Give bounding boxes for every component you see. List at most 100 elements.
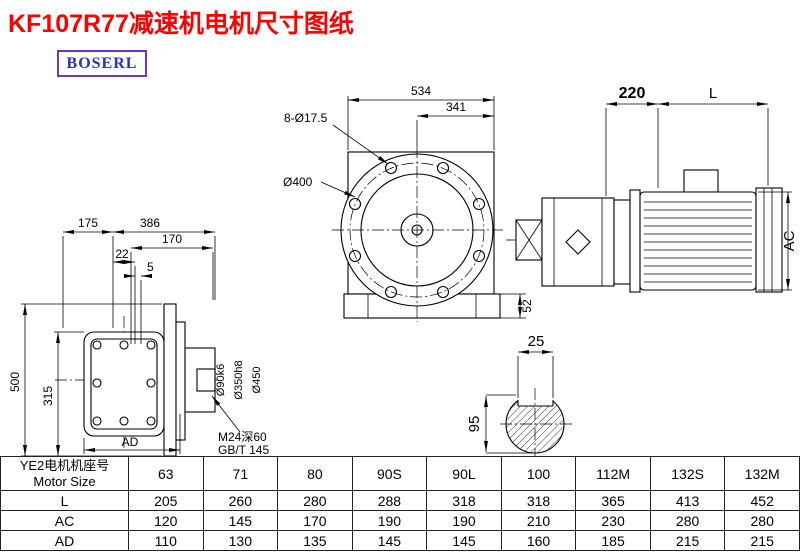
dim-25: 25: [528, 333, 545, 350]
size-col-header: 71: [202, 456, 279, 491]
table-cell: 120: [128, 510, 204, 531]
motor-flange: [629, 189, 641, 293]
table-cell: 413: [649, 490, 726, 511]
housing-bolt: [146, 378, 156, 388]
bolt-hole: [384, 161, 398, 175]
table-cell: 280: [724, 510, 800, 531]
table-row-AD: AD 110 130 135 145 145 160 185 215 215: [0, 530, 800, 551]
note-tapped-hole: M24深60: [218, 430, 267, 444]
bolt-hole: [472, 249, 486, 263]
motor-size-header: YE2电机机座号 Motor Size: [0, 456, 129, 491]
dim-52: 52: [520, 299, 534, 313]
motor-size-header-en: Motor Size: [33, 473, 96, 489]
motor-body: [639, 191, 757, 291]
table-row-AC: AC 120 145 170 190 190 210 230 280 280: [0, 510, 800, 531]
motor-size-table: YE2电机机座号 Motor Size 63 71 80 90S 90L 100…: [0, 456, 800, 551]
dim-shaft-dia: Ø90k6: [215, 364, 227, 396]
dim-220: 220: [619, 85, 646, 102]
housing-bolt: [146, 340, 156, 350]
dim-flange-dia-450: Ø450: [251, 367, 263, 394]
shaft-section-view: 25 95: [466, 333, 572, 456]
row-label-AD: AD: [0, 530, 129, 551]
table-cell: 280: [277, 490, 353, 511]
bolt-hole: [436, 161, 450, 175]
table-header-row: YE2电机机座号 Motor Size 63 71 80 90S 90L 100…: [0, 456, 800, 491]
motor-size-header-cn: YE2电机机座号: [19, 457, 110, 473]
table-row-L: L 205 260 280 288 318 318 365 413 452: [0, 490, 800, 511]
housing-face: [83, 331, 165, 437]
left-view: 175 386 170 22 5 500 315 AD Ø90k6: [8, 216, 269, 456]
table-cell: 215: [649, 530, 726, 551]
housing-bolt: [146, 416, 156, 426]
size-col-header: 63: [128, 456, 204, 491]
housing-bolt: [119, 416, 129, 426]
size-col-header: 112M: [575, 456, 651, 491]
table-cell: 145: [351, 530, 428, 551]
dim-95: 95: [466, 416, 483, 433]
table-cell: 230: [575, 510, 651, 531]
row-label-L: L: [0, 490, 129, 511]
table-cell: 205: [128, 490, 204, 511]
size-col-header: 80: [277, 456, 353, 491]
gearbox-side: [541, 197, 615, 287]
table-cell: 145: [426, 530, 502, 551]
table-cell: 135: [277, 530, 353, 551]
table-cell: 260: [202, 490, 279, 511]
dim-386: 386: [140, 216, 160, 230]
table-cell: 452: [724, 490, 800, 511]
bolt-hole: [472, 197, 486, 211]
adapter-bell: [613, 199, 631, 285]
size-col-header: 100: [500, 456, 577, 491]
technical-drawing: 534 341 8-Ø17.5 Ø400 52: [8, 84, 798, 456]
housing-bolt: [92, 378, 102, 388]
table-cell: 160: [500, 530, 577, 551]
flange-450: [163, 303, 177, 456]
housing-bolt: [92, 340, 102, 350]
table-cell: 170: [277, 510, 353, 531]
table-cell: 145: [202, 510, 279, 531]
table-cell: 365: [575, 490, 651, 511]
table-cell: 288: [351, 490, 428, 511]
size-col-header: 90L: [426, 456, 502, 491]
dim-22: 22: [115, 247, 129, 261]
bolt-hole: [348, 197, 362, 211]
size-col-header: 90S: [351, 456, 428, 491]
dim-5: 5: [147, 260, 154, 274]
housing-bolt: [92, 416, 102, 426]
bolt-hole: [348, 249, 362, 263]
table-cell: 185: [575, 530, 651, 551]
dim-175: 175: [78, 216, 98, 230]
table-cell: 280: [649, 510, 726, 531]
dim-L: L: [709, 85, 717, 102]
table-cell: 130: [202, 530, 279, 551]
dim-500: 500: [8, 372, 22, 392]
dim-315: 315: [41, 386, 55, 406]
row-label-AC: AC: [0, 510, 129, 531]
spigot-350: [175, 321, 186, 441]
side-view: 220 L AC: [506, 85, 798, 293]
housing-bolt: [119, 340, 129, 350]
output-shaft: [184, 347, 216, 413]
dim-bolt-holes: 8-Ø17.5: [284, 111, 328, 125]
fan-cover: [755, 187, 783, 293]
table-cell: 190: [426, 510, 502, 531]
page-title: KF107R77减速机电机尺寸图纸: [8, 10, 354, 38]
dim-AC: AC: [781, 230, 798, 251]
table-cell: 210: [500, 510, 577, 531]
bolt-hole: [384, 285, 398, 299]
dim-341: 341: [446, 100, 466, 114]
dim-flange-dia: Ø400: [283, 175, 313, 189]
size-col-header: 132M: [724, 456, 800, 491]
table-cell: 190: [351, 510, 428, 531]
dim-AD: AD: [122, 435, 139, 449]
terminal-box: [683, 169, 719, 193]
bolt-hole: [436, 285, 450, 299]
tapped-hole: [196, 368, 216, 392]
table-cell: 110: [128, 530, 204, 551]
dim-spigot-dia: Ø350h8: [233, 360, 245, 399]
table-cell: 318: [426, 490, 502, 511]
front-view: 534 341 8-Ø17.5 Ø400 52: [283, 84, 534, 322]
table-cell: 215: [724, 530, 800, 551]
dim-534: 534: [411, 84, 431, 98]
note-gb-standard: GB/T 145: [218, 443, 269, 456]
